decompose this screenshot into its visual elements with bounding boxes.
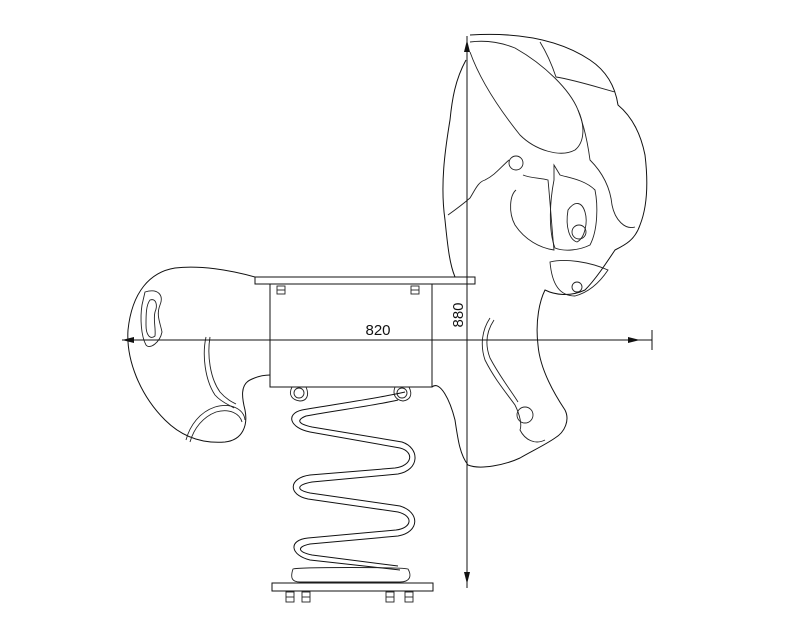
height-dimension: 880 (450, 36, 470, 588)
horse-rear-body (127, 266, 271, 443)
width-dimension-label: 820 (365, 322, 390, 339)
bolt-icon (285, 591, 295, 603)
bolt-icon (276, 285, 286, 295)
bolt-icon (385, 591, 395, 603)
seat-plate (254, 276, 476, 285)
base-plate (271, 582, 434, 603)
arrow-up-icon (464, 40, 470, 52)
coil-spring (289, 386, 416, 583)
bolt-icon (410, 285, 420, 295)
spring-housing (269, 283, 433, 388)
width-dimension: 820 (122, 322, 653, 350)
arrow-right-icon (628, 337, 640, 343)
horse-head (431, 33, 648, 468)
bolt-icon (404, 591, 414, 603)
bolt-icon (301, 591, 311, 603)
height-dimension-label: 880 (450, 302, 467, 327)
arrow-left-icon (122, 337, 134, 343)
arrow-down-icon (464, 572, 470, 584)
